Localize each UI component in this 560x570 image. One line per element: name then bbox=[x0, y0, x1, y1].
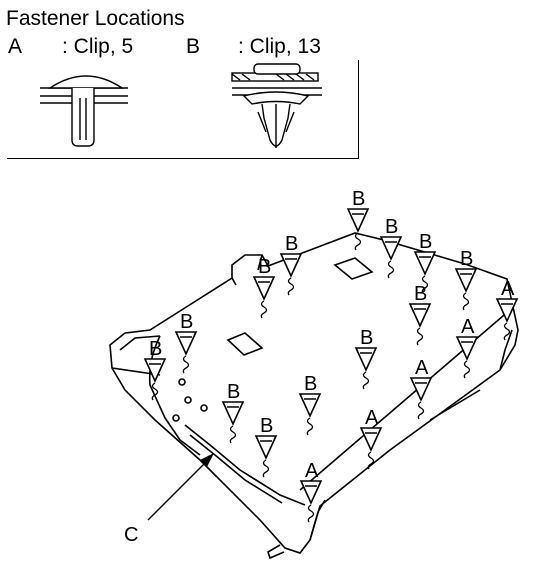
clip-b-illustration bbox=[231, 63, 322, 148]
marker-triangle-icon bbox=[174, 331, 198, 356]
clip-hook-icon bbox=[503, 322, 511, 341]
marker-b-13: B bbox=[254, 415, 278, 478]
clip-hook-icon bbox=[306, 417, 314, 436]
marker-triangle-icon bbox=[354, 347, 378, 372]
marker-triangle-icon bbox=[379, 236, 403, 261]
clip-hook-icon bbox=[387, 260, 395, 279]
marker-triangle-icon bbox=[299, 480, 323, 505]
marker-triangle-icon bbox=[346, 208, 370, 233]
legend-box bbox=[7, 60, 359, 159]
marker-letter: B bbox=[385, 216, 398, 238]
marker-triangle-icon bbox=[455, 336, 479, 361]
clip-hook-icon bbox=[307, 504, 315, 523]
marker-b-12: B bbox=[298, 373, 322, 436]
marker-triangle-icon bbox=[408, 303, 432, 328]
clip-hook-icon bbox=[421, 275, 429, 294]
clip-hook-icon bbox=[229, 425, 237, 444]
marker-triangle-icon bbox=[413, 251, 437, 276]
marker-letter: B bbox=[258, 256, 271, 278]
marker-a-17: A bbox=[359, 407, 383, 470]
marker-a-16: A bbox=[409, 357, 433, 420]
marker-triangle-icon bbox=[221, 401, 245, 426]
marker-b-3: B bbox=[413, 231, 437, 294]
legend-b-letter: B bbox=[186, 35, 201, 58]
marker-letter: B bbox=[460, 248, 473, 270]
marker-triangle-icon bbox=[279, 253, 303, 278]
clip-hook-icon bbox=[262, 459, 270, 478]
marker-triangle-icon bbox=[298, 393, 322, 418]
marker-a-18: A bbox=[299, 460, 323, 523]
marker-letter: A bbox=[415, 357, 429, 379]
clip-hook-icon bbox=[462, 292, 470, 311]
marker-triangle-icon bbox=[143, 358, 167, 383]
marker-triangle-icon bbox=[254, 435, 278, 460]
marker-b-9: B bbox=[143, 338, 167, 401]
marker-letter: B bbox=[180, 311, 193, 333]
clip-hook-icon bbox=[367, 451, 375, 470]
marker-letter: A bbox=[501, 278, 515, 300]
legend-a-letter: A bbox=[8, 35, 23, 58]
marker-triangle-icon bbox=[454, 268, 478, 293]
callout-c-label: C bbox=[124, 524, 138, 546]
clip-a-illustration bbox=[40, 75, 128, 147]
marker-b-2: B bbox=[379, 216, 403, 279]
marker-letter: B bbox=[352, 188, 365, 210]
clip-hook-icon bbox=[151, 382, 159, 401]
marker-letter: B bbox=[285, 233, 298, 255]
clip-hook-icon bbox=[287, 277, 295, 296]
callout-c: C bbox=[124, 453, 214, 546]
marker-triangle-icon bbox=[409, 377, 433, 402]
marker-triangle-icon bbox=[359, 427, 383, 452]
marker-b-11: B bbox=[221, 381, 245, 444]
marker-triangle-icon bbox=[252, 276, 276, 301]
marker-letter: B bbox=[149, 338, 162, 360]
legend-b-text: : Clip, 13 bbox=[238, 35, 321, 58]
marker-letter: A bbox=[461, 316, 475, 338]
marker-letter: B bbox=[414, 283, 427, 305]
legend-a-text: : Clip, 5 bbox=[62, 35, 134, 58]
clip-hook-icon bbox=[463, 360, 471, 379]
marker-b-6: B bbox=[252, 256, 276, 319]
marker-b-10: B bbox=[354, 327, 378, 390]
marker-b-4: B bbox=[454, 248, 478, 311]
marker-letter: B bbox=[260, 415, 273, 437]
marker-b-1: B bbox=[346, 188, 370, 251]
marker-a-14: A bbox=[495, 278, 519, 341]
clip-hook-icon bbox=[182, 355, 190, 374]
clip-hook-icon bbox=[362, 371, 370, 390]
clip-hook-icon bbox=[260, 300, 268, 319]
marker-a-15: A bbox=[455, 316, 479, 379]
marker-b-8: B bbox=[174, 311, 198, 374]
marker-b-7: B bbox=[408, 283, 432, 346]
marker-letter: A bbox=[365, 407, 379, 429]
marker-letter: B bbox=[227, 381, 240, 403]
marker-letter: B bbox=[419, 231, 432, 253]
marker-letter: B bbox=[304, 373, 317, 395]
clip-hook-icon bbox=[354, 232, 362, 251]
marker-letter: B bbox=[360, 327, 373, 349]
clip-hook-icon bbox=[416, 327, 424, 346]
marker-letter: A bbox=[305, 460, 319, 482]
legend-title: Fastener Locations bbox=[6, 7, 185, 30]
marker-b-5: B bbox=[279, 233, 303, 296]
marker-triangle-icon bbox=[495, 298, 519, 323]
clip-hook-icon bbox=[417, 401, 425, 420]
